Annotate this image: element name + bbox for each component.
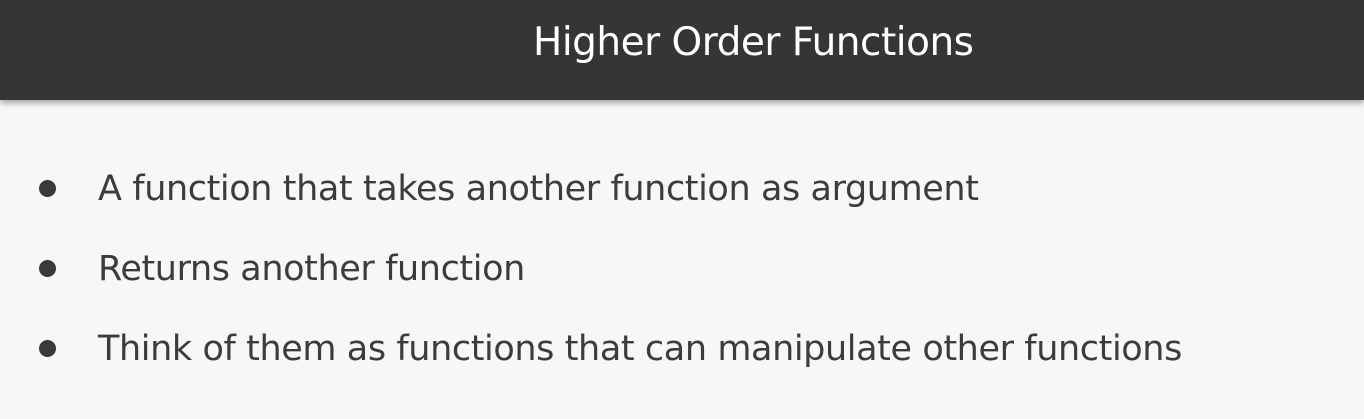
bullet-item-3: Think of them as functions that can mani… [0,324,1300,374]
bullet-dot-icon [39,340,56,357]
bullet-dot-icon [39,180,56,197]
bullet-text: A function that takes another function a… [98,169,979,209]
bullet-item-1: A function that takes another function a… [0,164,1300,214]
bullet-dot-icon [39,260,56,277]
title-bar: Higher Order Functions [0,0,1364,100]
bullet-text: Returns another function [98,249,525,289]
bullet-item-2: Returns another function [0,244,1300,294]
bullet-text: Think of them as functions that can mani… [98,329,1182,369]
slide-title: Higher Order Functions [533,20,974,65]
